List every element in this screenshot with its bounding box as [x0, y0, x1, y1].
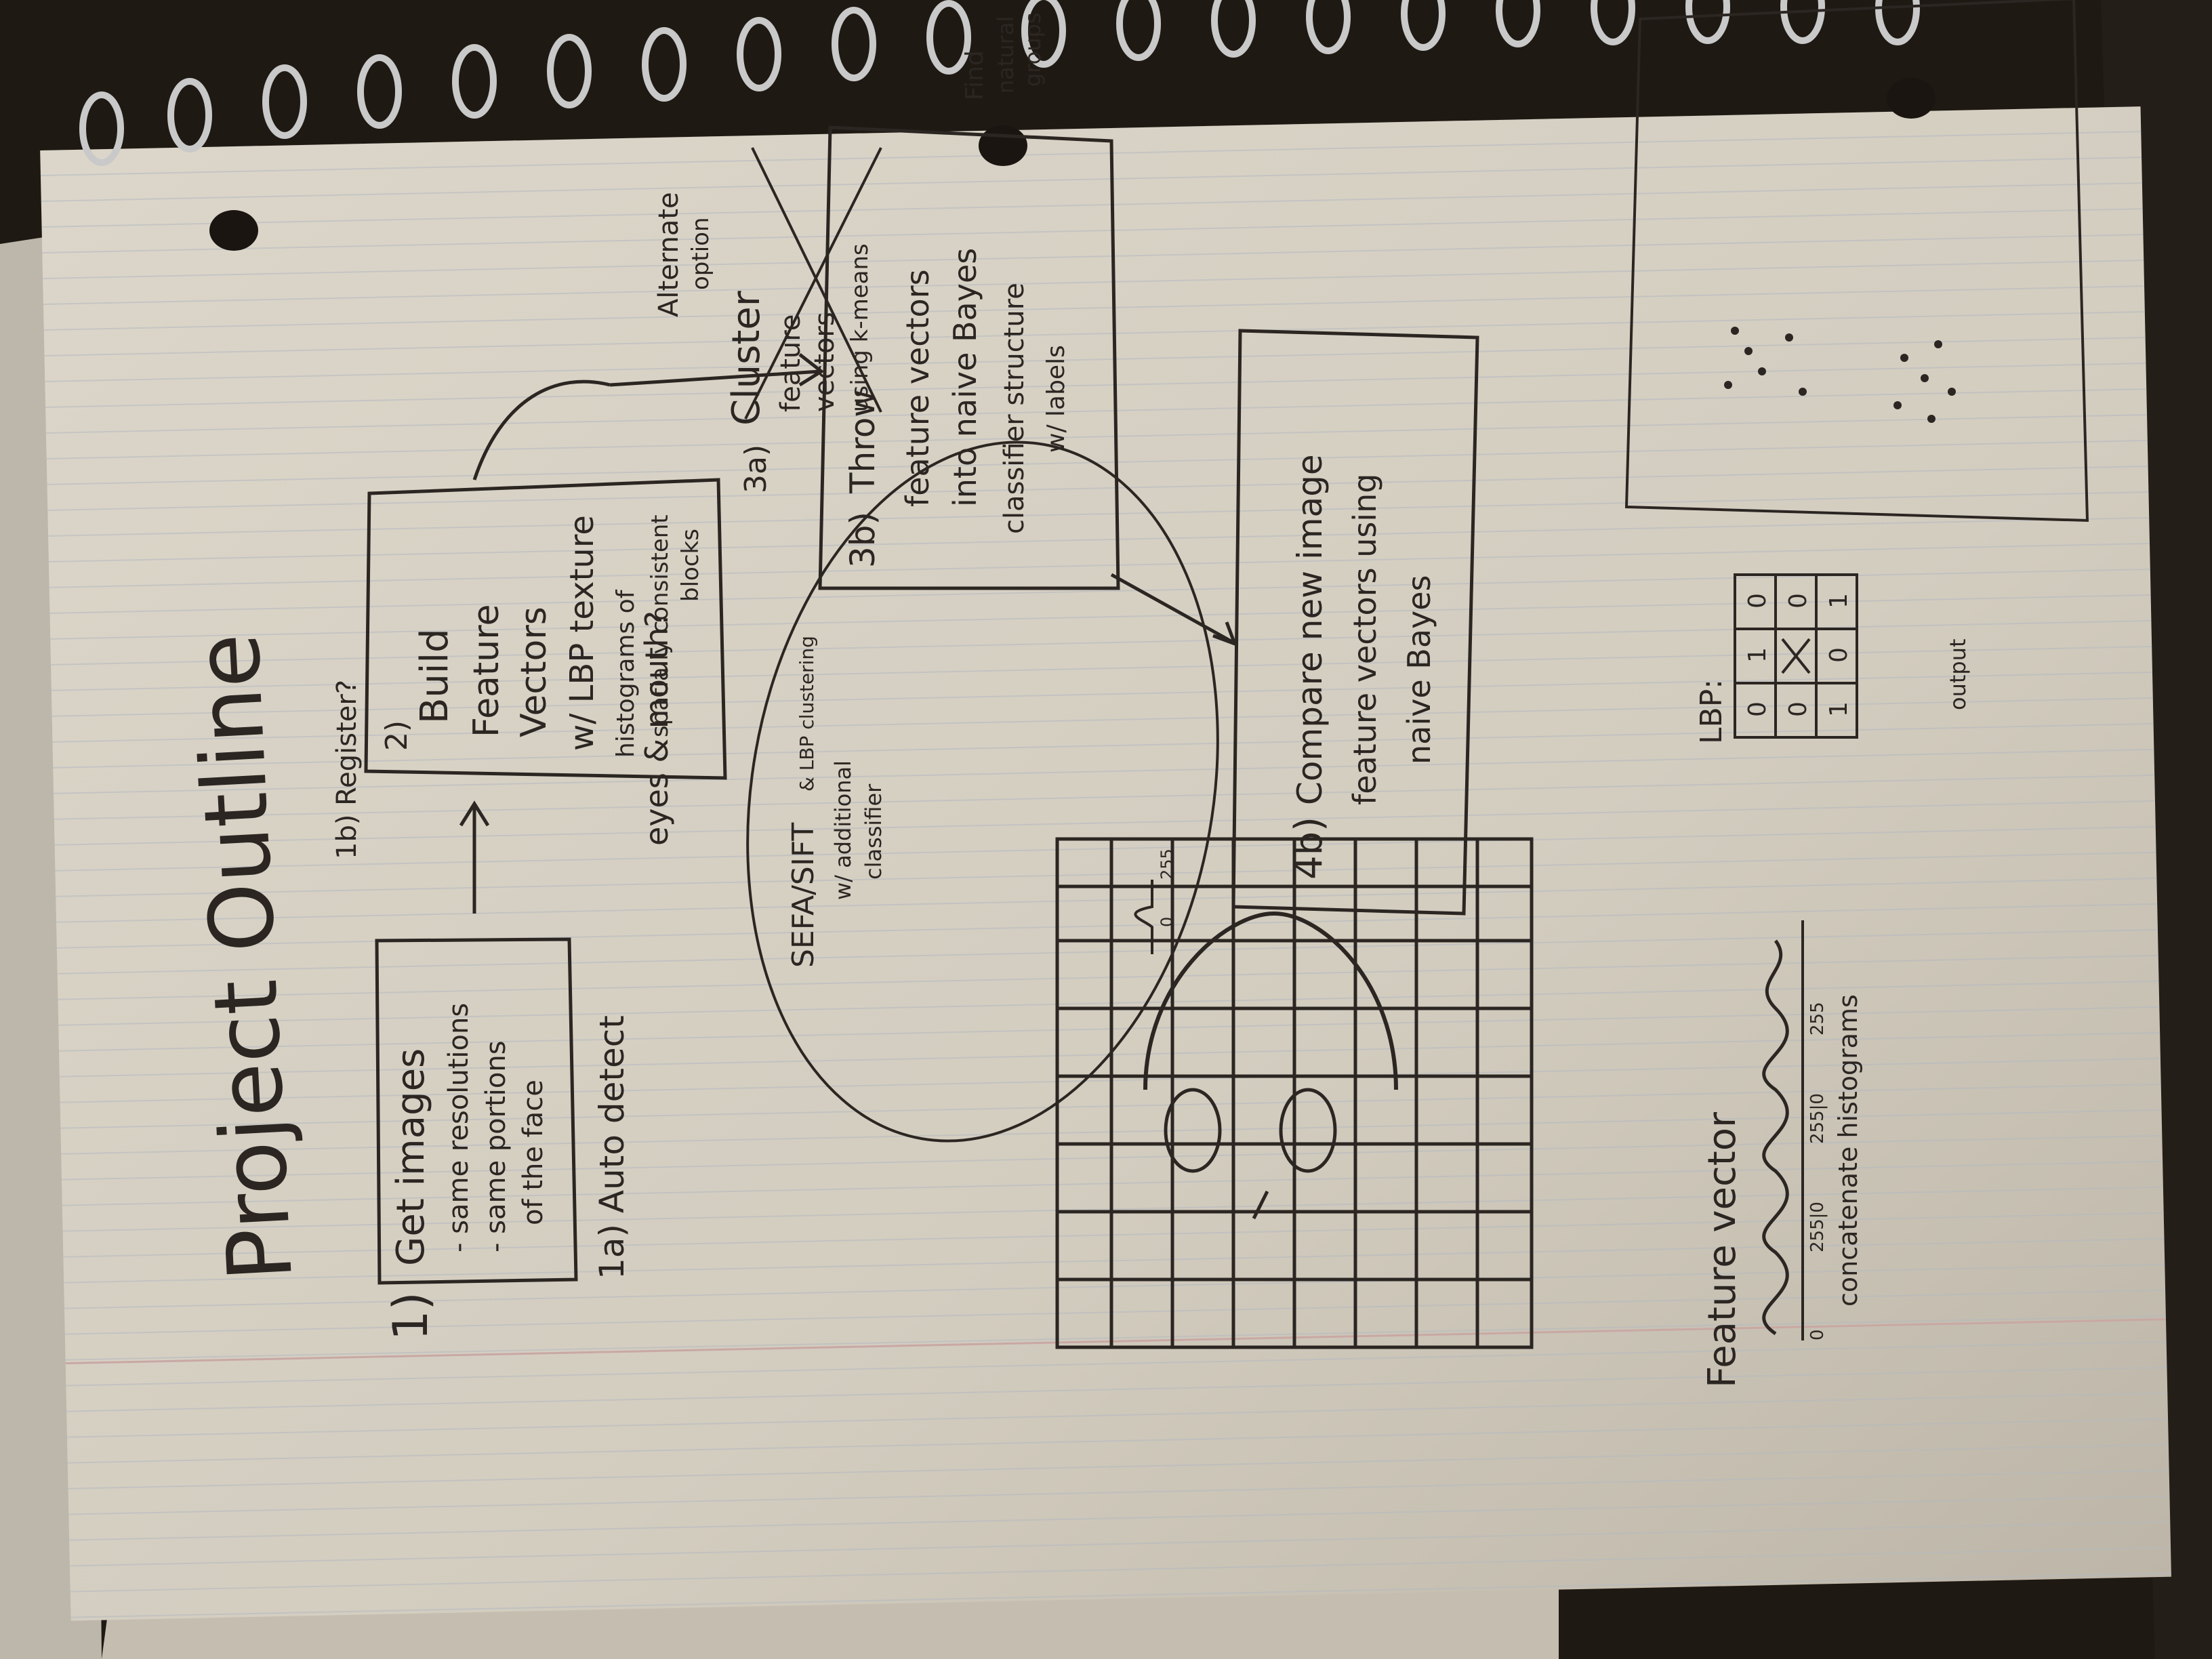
step3a-line-4: using k-means [846, 243, 874, 412]
lbp-cell-0-1: 1 [1744, 647, 1771, 663]
step3-line-2: feature vectors [899, 269, 936, 507]
step1-bullet-3: of the face [518, 1080, 549, 1225]
punch-holes [209, 78, 1936, 251]
step1a-line-1: 1a) Auto detect [592, 1015, 632, 1279]
step4-box [1231, 329, 1479, 916]
step3a-number: 3a) [739, 445, 773, 493]
step3a-line-3: vectors [809, 312, 840, 412]
find-groups-1: Find [961, 50, 989, 100]
alternate-line-1: Alternate [653, 192, 684, 317]
sift-suffix: & LBP clustering [796, 636, 818, 792]
arrow-2-to-3 [472, 353, 825, 480]
margin-line [65, 1318, 2167, 1365]
ruled-lines [40, 106, 2171, 1621]
step1-box [375, 937, 578, 1285]
lbp-cell-2-2: 1 [1825, 593, 1853, 609]
step3-line-5: w/ labels [1042, 345, 1070, 453]
step3a-line-1: Cluster [724, 290, 769, 426]
arrow-3-to-4 [1110, 573, 1238, 647]
lbp-cell-2-0: 1 [1825, 701, 1853, 717]
lbp-center-x [1781, 638, 1811, 674]
step3-line-1: Throw [843, 390, 882, 494]
step2-line-3: Vectors [514, 607, 554, 737]
step3-box [818, 125, 1120, 590]
fv-tick-3: 255|0 [1807, 1093, 1828, 1144]
scatter-box [1624, 0, 2089, 523]
fv-tick-1: 0 [1807, 1329, 1828, 1340]
sift-line-1: w/ additional [830, 760, 856, 900]
step1-heading: Get images [389, 1048, 433, 1266]
step4-line-1: Compare new image [1290, 454, 1330, 805]
fv-tick-2: 255|0 [1807, 1202, 1828, 1252]
step2-line-1: Build [413, 628, 457, 724]
scatter-dots [1724, 327, 1956, 423]
alternate-line-2: option [687, 217, 714, 290]
step2-sub-3: blocks [677, 529, 704, 602]
sift-oval [746, 441, 1219, 1143]
face-grid-sketch [1055, 837, 1534, 1349]
lbp-label: LBP: [1694, 679, 1729, 744]
lbp-cell-1-0: 0 [1784, 701, 1812, 717]
step3-line-4: classifier structure [999, 283, 1030, 534]
feature-vector-caption: concatenate histograms [1833, 994, 1863, 1307]
step2-sub-2: spatially consistent [647, 514, 674, 737]
lbp-cell-0-0: 0 [1744, 701, 1771, 717]
small-histogram [1134, 880, 1153, 954]
step4-line-2: feature vectors using [1347, 474, 1383, 805]
step3-line-3: into naive Bayes [947, 248, 983, 507]
step2-line-2: Feature [466, 605, 507, 738]
handwritten-notes: Project Outline 1) Get images - same res… [176, 0, 2089, 1388]
lbp-grid [1734, 573, 1858, 739]
step2-number: 2) [380, 720, 414, 751]
spiral-binding [79, 0, 1920, 166]
notebook-page [40, 106, 2171, 1621]
step2-box [364, 478, 727, 780]
lbp-cell-2-1: 0 [1825, 647, 1853, 663]
hist-axis-min: 0 [1158, 917, 1176, 927]
step1-number: 1) [383, 1292, 438, 1340]
hist-axis-max: 255 [1158, 848, 1176, 880]
arrow-1-to-2 [459, 800, 490, 914]
feature-vector-curve [1762, 939, 1789, 1336]
sift-label: SEFA/SIFT [786, 823, 821, 968]
step4-line-3: naive Bayes [1401, 575, 1437, 764]
step1-bullet-1: - same resolutions [443, 1003, 474, 1252]
find-groups-3: groups [1020, 12, 1046, 87]
lbp-cell-0-2: 0 [1744, 593, 1771, 609]
feature-vector-label: Feature vector [1700, 1111, 1744, 1388]
step1a-line-2: eyes & mouth? [638, 611, 675, 846]
step2-line-4: w/ LBP texture [563, 515, 601, 751]
lbp-output: output [1945, 638, 1971, 710]
sift-line-2: classifier [861, 783, 886, 880]
step1b-label: 1b) Register? [331, 680, 363, 859]
step1-bullet-2: - same portions [480, 1040, 512, 1252]
find-groups-2: natural [993, 16, 1019, 94]
step2-sub-1: histograms of [612, 589, 640, 758]
fv-tick-4: 255 [1807, 1002, 1828, 1036]
lbp-cell-1-2: 0 [1784, 593, 1812, 609]
